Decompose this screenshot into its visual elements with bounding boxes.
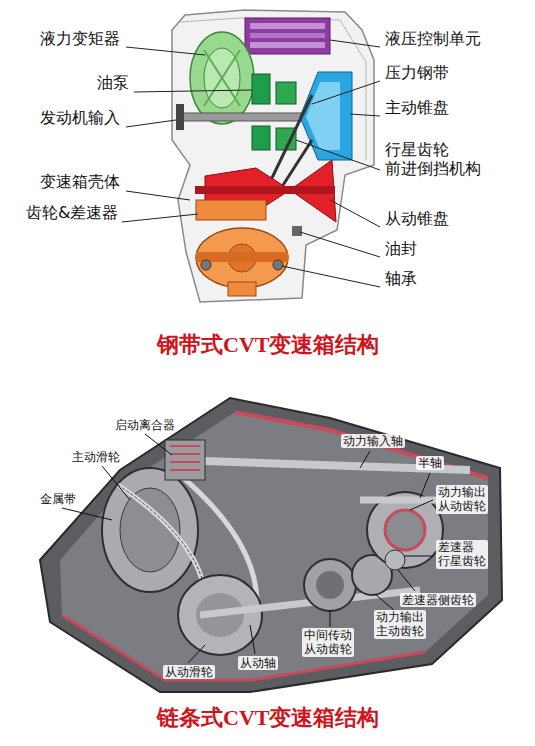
part-label: 从动轴 xyxy=(238,656,278,670)
part-label: 金属带 xyxy=(38,492,78,506)
part-label: 主动滑轮 xyxy=(70,450,122,464)
steel-belt-cvt xyxy=(172,10,374,302)
part-label: 中间传动 从动齿轮 xyxy=(302,628,354,657)
part-label: 差速器侧齿轮 xyxy=(400,593,476,607)
part-label: 轴承 xyxy=(385,269,417,288)
part-label: 油封 xyxy=(385,239,417,258)
part-label: 液压控制单元 xyxy=(385,29,481,48)
part-label: 压力钢带 xyxy=(385,63,449,82)
part-label: 行星齿轮 前进倒挡机构 xyxy=(385,140,481,178)
part-label: 发动机输入 xyxy=(40,108,120,127)
part-label: 动力输出 从动齿轮 xyxy=(436,485,488,514)
part-label: 从动锥盘 xyxy=(385,209,449,228)
part-label: 液力变矩器 xyxy=(40,29,120,48)
part-label: 差速器 行星齿轮 xyxy=(436,540,488,569)
figure-caption: 钢带式CVT变速箱结构 xyxy=(157,332,379,358)
part-label: 动力输出 主动齿轮 xyxy=(374,610,426,639)
figure-caption: 链条式CVT变速箱结构 xyxy=(157,705,379,731)
leader-lines xyxy=(122,40,380,287)
part-label: 齿轮&差速器 xyxy=(26,203,118,222)
leader-lines xyxy=(62,434,433,663)
part-label: 变速箱壳体 xyxy=(40,172,120,191)
part-label: 启动离合器 xyxy=(113,418,177,432)
part-label: 动力输入轴 xyxy=(341,434,405,448)
part-label: 主动锥盘 xyxy=(385,98,449,117)
part-label: 油泵 xyxy=(97,73,129,92)
part-label: 从动滑轮 xyxy=(163,665,215,679)
chain-cvt xyxy=(40,398,502,692)
part-label: 半轴 xyxy=(416,456,444,470)
